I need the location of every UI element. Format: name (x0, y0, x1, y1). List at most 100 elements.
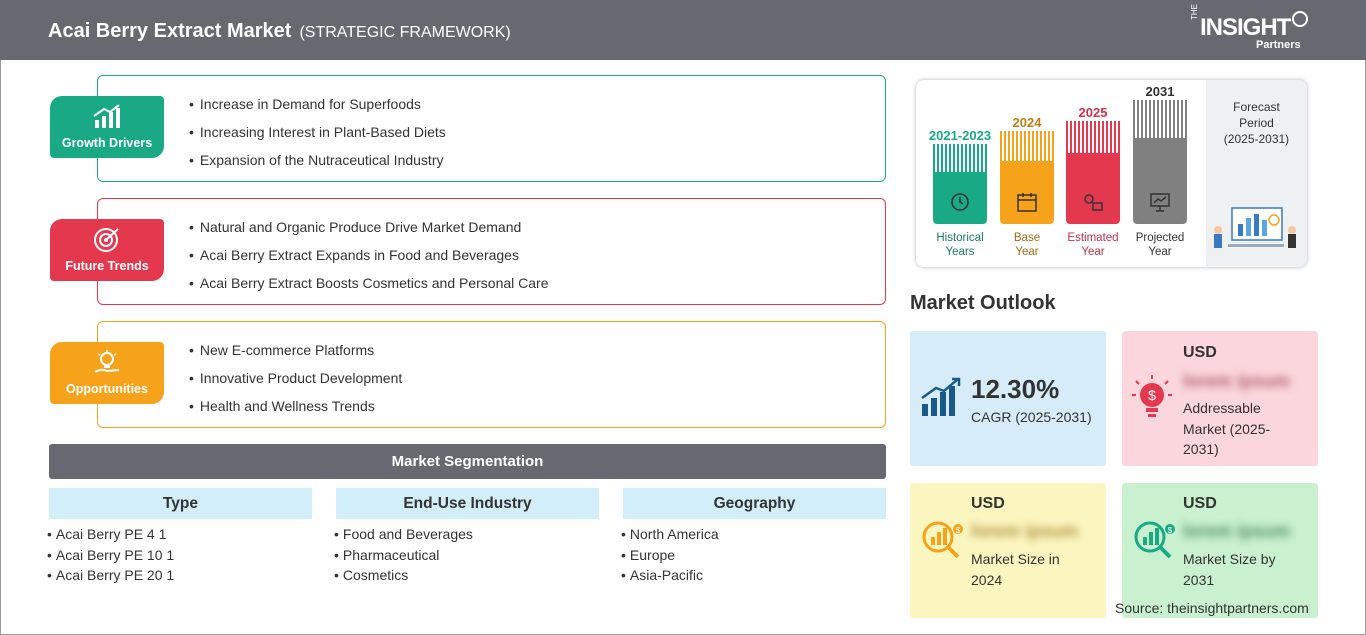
segment-list-type: Acai Berry PE 4 1 Acai Berry PE 10 1 Aca… (47, 526, 174, 588)
list-item: Acai Berry PE 20 1 (47, 567, 174, 588)
list-item: North America (621, 526, 719, 547)
timeline-year: 2021-2023 (928, 128, 992, 143)
opportunities-list: New E-commerce Platforms Innovative Prod… (189, 341, 402, 425)
future-trends-label: Future Trends (65, 259, 149, 273)
logo-magnifier-icon (1292, 11, 1308, 27)
timeline-stripe (1133, 100, 1187, 138)
list-item: New E-commerce Platforms (189, 341, 402, 369)
size-2031-value: lorem ipsum (1183, 521, 1291, 541)
logo-main: INSIGHT (1200, 14, 1291, 41)
growth-drivers-badge: Growth Drivers (50, 96, 164, 158)
growth-drivers-panel: Increase in Demand for Superfoods Increa… (97, 75, 886, 182)
header-bar: Acai Berry Extract Market (STRATEGIC FRAM… (0, 0, 1366, 60)
timeline-caption: Projected Year (1133, 231, 1187, 259)
addressable-desc: Addressable Market (2025- 2031) (1183, 398, 1270, 460)
addressable-market-card: $ USD lorem ipsum Addressable Market (20… (1122, 331, 1318, 466)
timeline-caption: Estimated Year (1058, 231, 1128, 259)
size-2031-desc: Market Size by 2031 (1183, 549, 1276, 590)
desc-line-1: Addressable (1183, 400, 1261, 416)
growth-chart-icon (921, 377, 961, 416)
desc-line-2: 2024 (971, 571, 1003, 588)
analytics-illustration-icon (1214, 207, 1296, 248)
size-2024-desc: Market Size in 2024 (971, 549, 1060, 590)
list-item: Health and Wellness Trends (189, 397, 402, 425)
segmentation-title: Market Segmentation (49, 444, 886, 479)
list-item: Increase in Demand for Superfoods (189, 95, 446, 123)
caption-line-2: Years (945, 246, 975, 258)
timeline-stripe (1066, 121, 1120, 153)
market-outlook-title: Market Outlook (910, 292, 1056, 314)
market-size-2031-card: $ USD lorem ipsum Market Size by 2031 (1122, 483, 1318, 618)
presentation-icon (1150, 193, 1170, 212)
caption-line-2: Year (1015, 246, 1039, 258)
insight-partners-logo[interactable]: THE INSIGHT Partners (1190, 4, 1315, 54)
logo-the: THE (1190, 4, 1199, 20)
list-item: Europe (621, 547, 719, 568)
desc-line-1: Market Size by (1183, 551, 1276, 567)
desc-line-3: 2031) (1183, 441, 1219, 457)
list-item: Acai Berry PE 10 1 (47, 547, 174, 568)
cagr-label: CAGR (2025-2031) (971, 409, 1092, 425)
timeline-stripe (933, 144, 987, 172)
future-trends-badge: Future Trends (50, 219, 164, 281)
list-item: Expansion of the Nutraceutical Industry (189, 151, 446, 179)
caption-line-2: Year (1081, 246, 1105, 258)
size-2024-value: lorem ipsum (971, 521, 1079, 541)
list-item: Asia-Pacific (621, 567, 719, 588)
forecast-line-2: Period (1239, 116, 1274, 130)
list-item: Natural and Organic Produce Drive Market… (189, 218, 548, 246)
history-icon (951, 193, 969, 211)
timeline-col-historical: 2021-2023 Historical Years (929, 80, 991, 267)
source-link[interactable]: Source: theinsightpartners.com (1115, 600, 1309, 616)
opportunities-badge: Opportunities (50, 342, 164, 404)
timeline-stripe (1000, 131, 1054, 161)
svg-text:$: $ (956, 526, 961, 535)
timeline-card: Forecast Period (2025-2031) 2021-2023 Hi… (916, 80, 1307, 267)
forecast-line-1: Forecast (1233, 100, 1280, 114)
caption-line-2: Year (1148, 246, 1172, 258)
list-item: Cosmetics (334, 567, 473, 588)
caption-line-1: Base (1013, 232, 1041, 244)
list-item: Acai Berry Extract Expands in Food and B… (189, 246, 548, 274)
timeline-bar (1066, 153, 1120, 224)
desc-line-2: 2031 (1183, 571, 1215, 588)
timeline-caption: Base Year (1000, 231, 1054, 259)
size-2024-usd: USD (971, 495, 1005, 512)
timeline-bar (1000, 161, 1054, 224)
timeline-year: 2025 (1078, 105, 1108, 120)
list-item: Acai Berry PE 4 1 (47, 526, 174, 547)
cagr-card: 12.30% CAGR (2025-2031) (910, 331, 1106, 466)
segment-list-end-use: Food and Beverages Pharmaceutical Cosmet… (334, 526, 473, 588)
growth-drivers-label: Growth Drivers (61, 136, 153, 150)
calendar-icon (1017, 193, 1037, 212)
growth-drivers-list: Increase in Demand for Superfoods Increa… (189, 95, 446, 179)
caption-line-1: Estimated (1067, 232, 1119, 244)
title-subtitle: (STRATEGIC FRAMEWORK) (299, 24, 511, 41)
magnifier-chart-icon: $ (922, 521, 963, 559)
forecast-line-3: (2025-2031) (1223, 132, 1290, 146)
growth-chart-icon (93, 104, 120, 128)
lightbulb-hand-icon (94, 350, 120, 373)
timeline-col-projected: 2031 Projected Year (1133, 80, 1187, 267)
segment-head-type: Type (49, 488, 312, 519)
desc-line-2: Market (2025- (1183, 420, 1271, 437)
money-bulb-icon: $ (1132, 375, 1172, 417)
timeline-caption: Historical Years (923, 231, 997, 259)
caption-line-1: Historical (936, 232, 984, 244)
list-item: Pharmaceutical (334, 547, 473, 568)
list-item: Acai Berry Extract Boosts Cosmetics and … (189, 274, 549, 302)
list-item: Increasing Interest in Plant-Based Diets (189, 123, 446, 151)
page-title: Acai Berry Extract Market (STRATEGIC FRAM… (48, 20, 511, 43)
forecast-label: Forecast Period (2025-2031) (1206, 99, 1307, 147)
title-main: Acai Berry Extract Market (48, 20, 292, 42)
gear-chart-icon (1084, 194, 1103, 211)
cagr-value: 12.30% (971, 374, 1060, 404)
svg-text:$: $ (1148, 387, 1156, 403)
timeline-year: 2031 (1145, 84, 1175, 99)
timeline-year: 2024 (1012, 115, 1042, 130)
addressable-value: lorem ipsum (1183, 371, 1291, 391)
segment-list-geography: North America Europe Asia-Pacific (621, 526, 719, 588)
segment-head-end-use: End-Use Industry (336, 488, 599, 519)
opportunities-label: Opportunities (66, 382, 148, 396)
future-trends-panel: Natural and Organic Produce Drive Market… (97, 198, 886, 305)
